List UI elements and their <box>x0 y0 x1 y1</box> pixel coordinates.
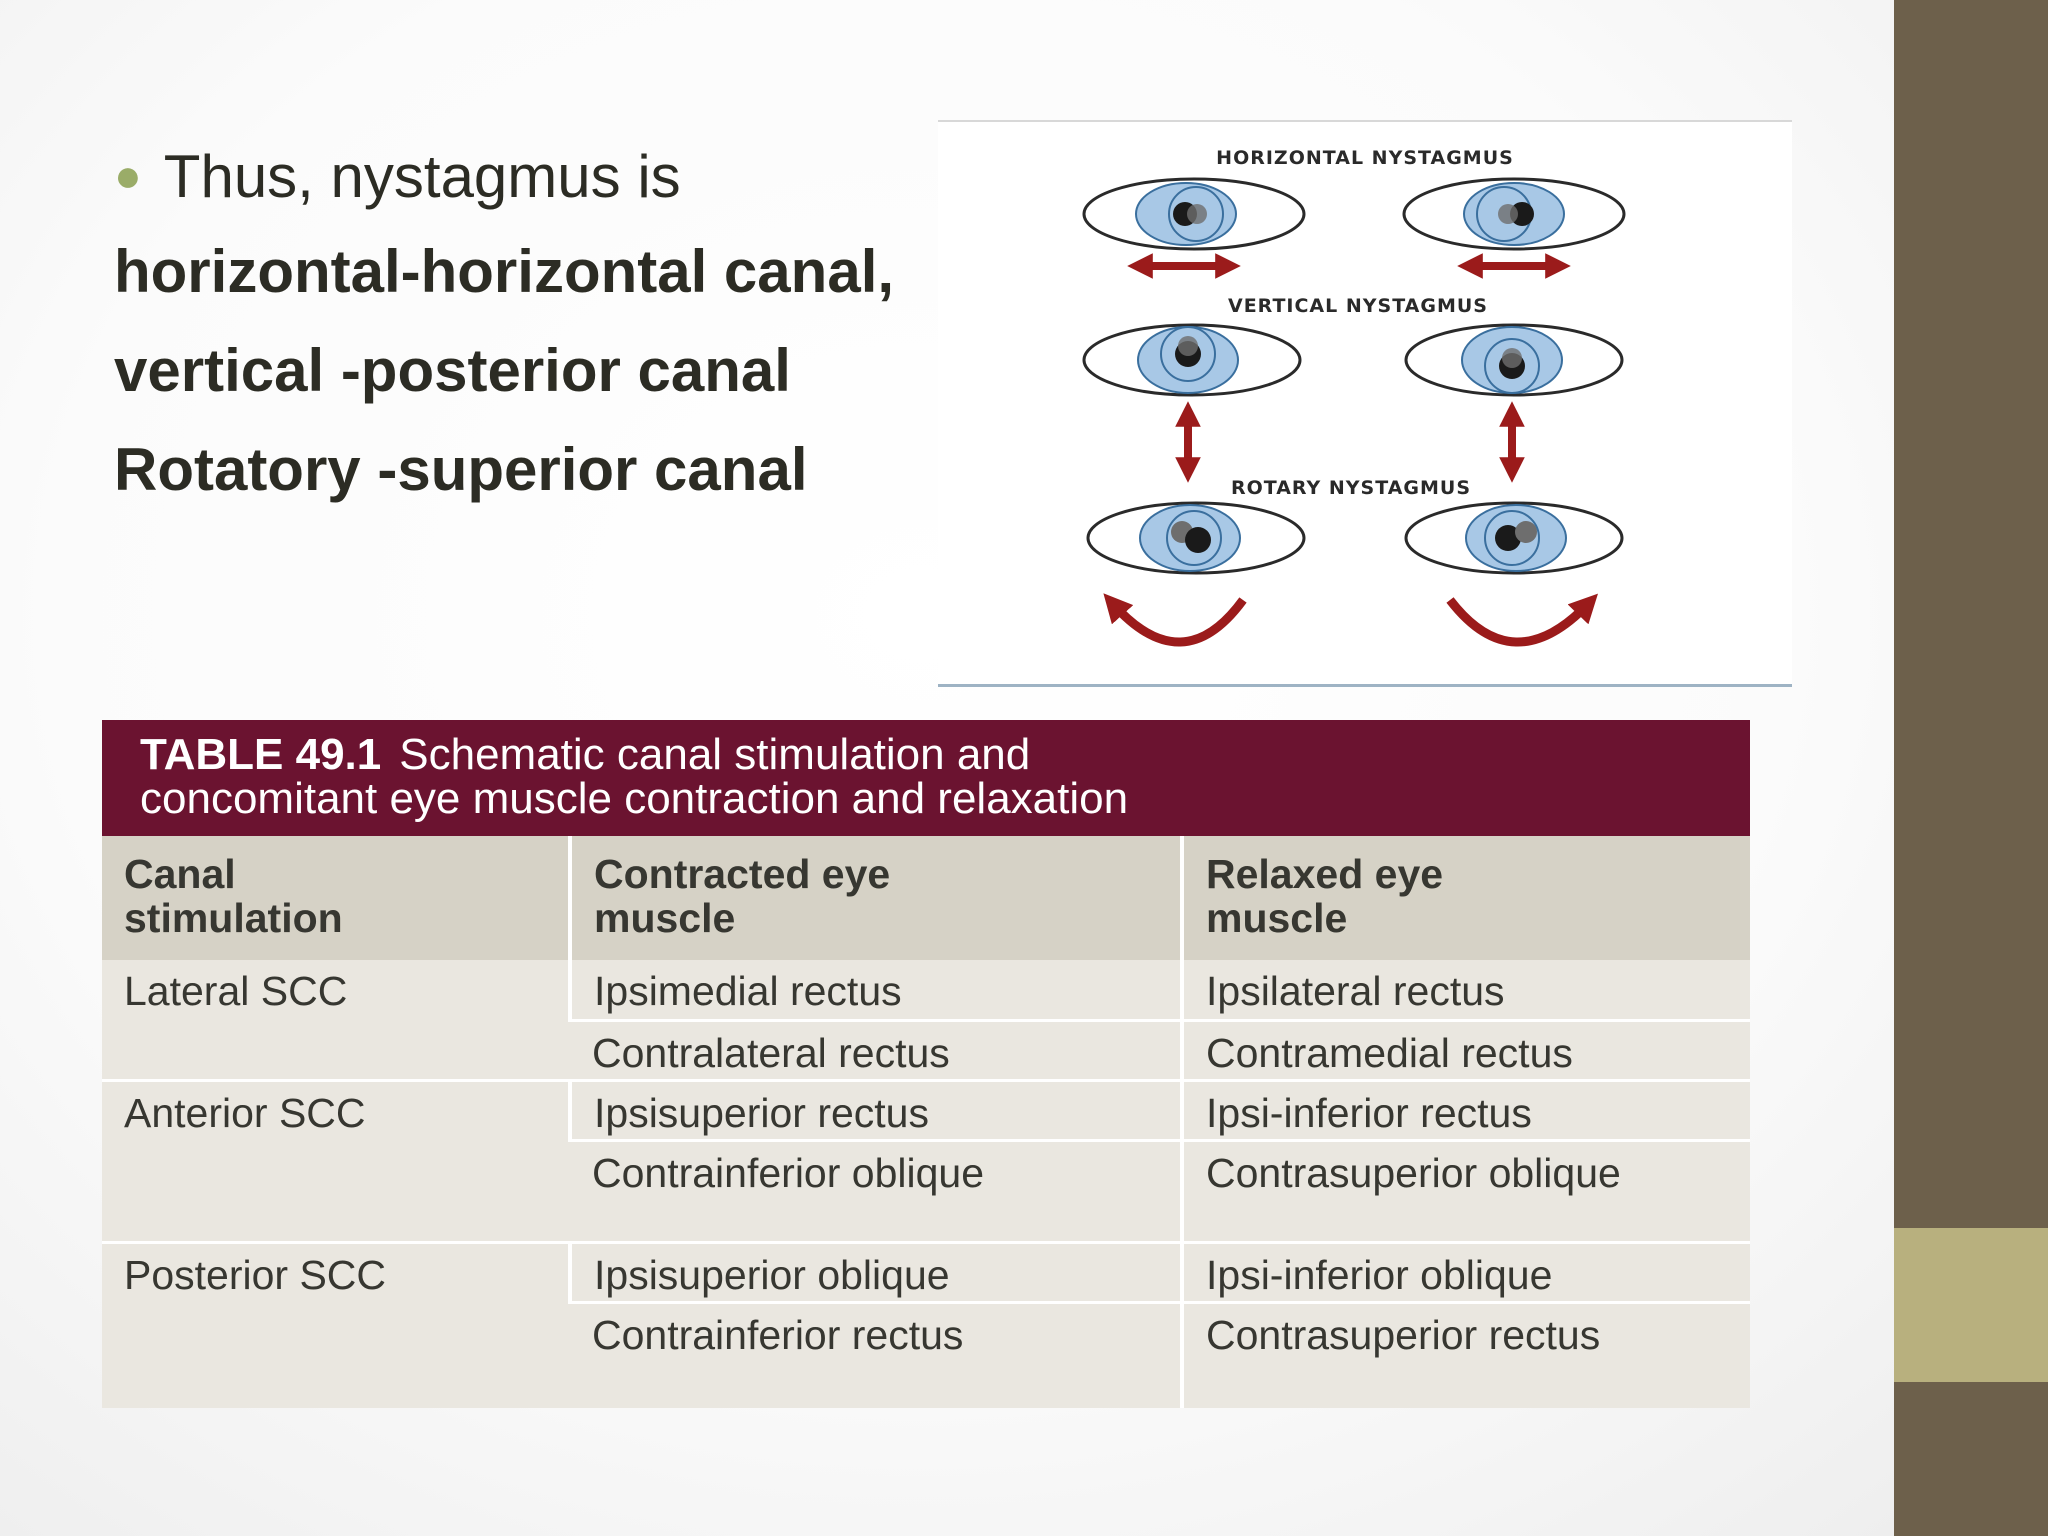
contracted-cell: Contralateral rectus <box>570 1018 1182 1080</box>
table-row: Contrainferior oblique Contrasuperior ob… <box>102 1138 1750 1242</box>
horizontal-nystagmus-label: HORIZONTAL NYSTAGMUS <box>1216 147 1514 169</box>
table-title-line2: concomitant eye muscle contraction and r… <box>140 774 1129 823</box>
bullet-text: Thus, nystagmus is <box>163 143 681 210</box>
posterior-canal-line: vertical -posterior canal <box>114 337 791 404</box>
contracted-cell: Ipsimedial rectus <box>568 960 1182 1020</box>
eye-icon <box>1404 323 1624 397</box>
rotary-arrow-icon <box>1103 593 1247 647</box>
slide-side-accent <box>1894 1228 2048 1382</box>
superior-canal-line: Rotatory -superior canal <box>114 436 808 503</box>
contracted-cell: Contrainferior rectus <box>570 1300 1182 1408</box>
vertical-nystagmus-label: VERTICAL NYSTAGMUS <box>1228 295 1488 317</box>
eye-icon <box>1086 501 1306 575</box>
table-row: Posterior SCC Ipsisuperior oblique Ipsi-… <box>102 1240 1750 1408</box>
canal-cell: Posterior SCC <box>102 1240 570 1408</box>
table-title: TABLE 49.1 Schematic canal stimulation an… <box>102 720 1750 836</box>
table-row: Anterior SCC Ipsisuperior rectus Ipsi-in… <box>102 1078 1750 1242</box>
table-row: Lateral SCC Ipsimedial rectus Ipsilatera… <box>102 960 1750 1080</box>
contracted-cell: Ipsisuperior rectus <box>568 1078 1182 1140</box>
relaxed-cell: Contrasuperior rectus <box>1180 1300 1750 1408</box>
canal-cell: Lateral SCC <box>102 960 570 1080</box>
nystagmus-figure: HORIZONTAL NYSTAGMUS VERTICAL NYSTAGMUS … <box>938 120 1792 687</box>
horizontal-canal-line: horizontal-horizontal canal, <box>114 238 895 305</box>
contracted-cell: Ipsisuperior oblique <box>568 1240 1182 1302</box>
table-row: Contralateral rectus Contramedial rectus <box>102 1018 1750 1080</box>
slide-text: ● Thus, nystagmus is horizontal-horizonta… <box>114 130 934 519</box>
canal-cell: Anterior SCC <box>102 1078 570 1242</box>
rotary-arrow-icon <box>1446 593 1598 647</box>
table-title-line1: Schematic canal stimulation and <box>399 730 1031 779</box>
relaxed-cell: Contrasuperior oblique <box>1180 1138 1750 1242</box>
relaxed-cell: Ipsi-inferior oblique <box>1180 1240 1750 1302</box>
table-number: TABLE 49.1 <box>140 730 382 779</box>
table-row: Contrainferior rectus Contrasuperior rec… <box>102 1300 1750 1408</box>
bullet-dot-icon: ● <box>114 149 142 201</box>
contracted-cell: Contrainferior oblique <box>570 1138 1182 1242</box>
relaxed-cell: Contramedial rectus <box>1180 1018 1750 1080</box>
rotary-nystagmus-label: ROTARY NYSTAGMUS <box>1231 477 1471 499</box>
eye-icon <box>1404 501 1624 575</box>
nystagmus-diagram: HORIZONTAL NYSTAGMUS VERTICAL NYSTAGMUS … <box>1082 147 1626 647</box>
canal-stimulation-table: TABLE 49.1 Schematic canal stimulation an… <box>102 720 1750 1416</box>
eye-icon <box>1082 323 1302 397</box>
eye-icon <box>1402 177 1626 251</box>
relaxed-cell: Ipsi-inferior rectus <box>1180 1078 1750 1140</box>
eye-icon <box>1082 177 1306 251</box>
relaxed-cell: Ipsilateral rectus <box>1180 960 1750 1020</box>
bullet-line: ● Thus, nystagmus is <box>114 130 934 222</box>
